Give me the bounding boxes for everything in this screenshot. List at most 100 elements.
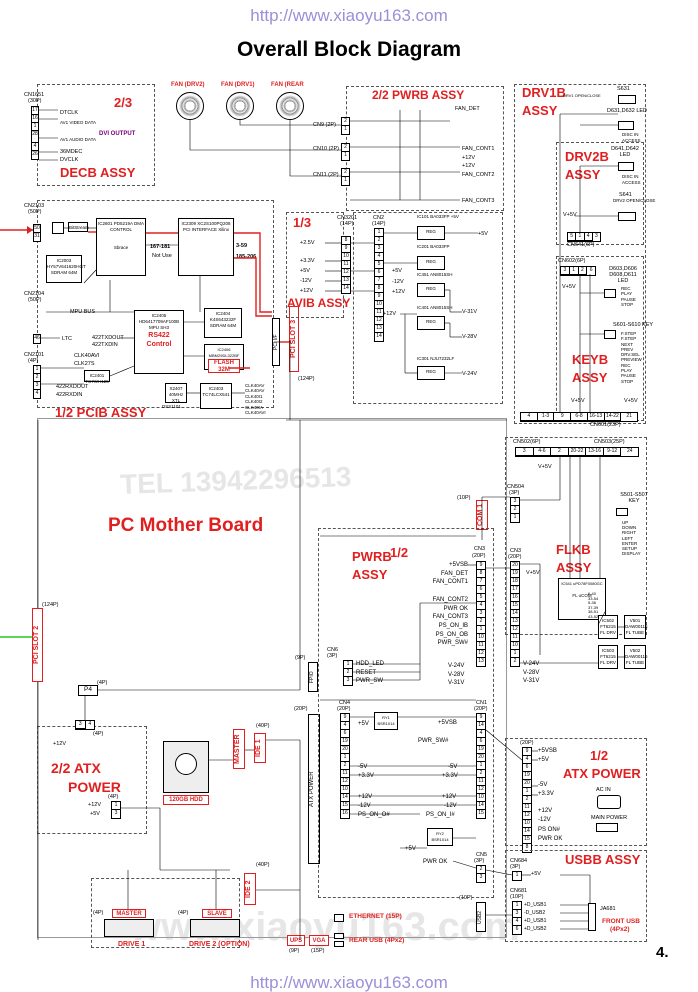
pwrb12-cn3: CN3 [474, 546, 486, 552]
flkb-cn504-pins: (3P) [509, 490, 520, 496]
drv1b-disc-in: DISC IN [622, 132, 639, 137]
decb-connector: CN1651 [24, 92, 45, 98]
cn2-rail-m12v: -12V [392, 279, 404, 285]
fan-drv1-icon [226, 92, 254, 120]
keyb-led-icon [604, 289, 616, 298]
reg-ic101-box: REG [417, 226, 445, 240]
cn2-label: CN2 [373, 215, 385, 221]
keyb-key-icon [604, 330, 616, 339]
pwrb12-cn3-pins: (20P) [472, 553, 486, 559]
reg-ic101: IC101 BA033FP +5V [417, 214, 459, 219]
atx22-4p-b: (4P) [108, 794, 119, 800]
drv2b-switch-icon [618, 212, 636, 221]
cn2-pins: (14P) [372, 221, 386, 227]
reg-ic451-box: REG [417, 283, 445, 297]
pcib-cn2101: CN2101 [24, 352, 45, 358]
flkb-cn502: CN502(6P) [513, 439, 541, 445]
pcib-buffer-icon [52, 222, 64, 234]
rear-15p: (15P) [311, 948, 325, 954]
cn2-rail-5v: +5V [392, 268, 402, 274]
drive2-4p: (4P) [178, 910, 189, 916]
decb-sig-36mdec: 36MDEC [60, 149, 83, 155]
source-url-top[interactable]: http://www.xiaoyu163.com [250, 6, 448, 25]
pwrb12-left-m12v: -12V [358, 803, 371, 809]
pwrb12-ry1: RY1 BSR1014 [374, 712, 398, 730]
hdd-40p: (40P) [256, 723, 270, 729]
decb-sig-dtclk: DTCLK [60, 110, 79, 116]
avib-rail-3v3: +3.3V [300, 258, 315, 264]
pwrb12-pwr-ok: PWR OK [423, 859, 448, 865]
pwrb12-cn1: CN1 [476, 700, 488, 706]
drive2-slave: SLAVE [202, 909, 232, 918]
flkb-cn3: CN3 [510, 548, 522, 554]
drv2b-disc-in: DISC IN [622, 174, 639, 179]
usbb-frame [505, 850, 647, 942]
flkb-cn503: CN503(25P) [594, 439, 625, 445]
front-panel-frame [514, 84, 646, 424]
pwrb12-frame [318, 528, 494, 898]
pwrb12-cn1-pins: (20P) [474, 706, 488, 712]
pcib-bitstream: BitStream [68, 222, 89, 232]
main-power-switch-icon[interactable] [596, 823, 618, 832]
rear-9p: (9P) [289, 948, 300, 954]
pcib-clk27s: CLK27S [74, 361, 95, 367]
flkb-v5-top: V+5V [538, 464, 552, 470]
avib-cn3201: CN3201 [337, 215, 358, 221]
drv1b-s631: S631 [617, 86, 630, 92]
reg-out-28v: V-28V [462, 334, 477, 340]
pcib-cn2104-pins: (50P) [28, 297, 42, 303]
pcib-x2407: X2407 40MHz XTL [165, 383, 187, 403]
usbb-cn681-pins: (10P) [510, 894, 524, 900]
pwrb22-fan-cont2: FAN_CONT2 [462, 172, 495, 178]
reg-ic201-box: REG [417, 256, 445, 270]
pwrb12-left-pson: PS_ON_O# [358, 812, 390, 818]
rear-ups: UPS [287, 935, 305, 946]
pwrb12-right-m12v: -12V [444, 803, 457, 809]
drives-40p: (40P) [256, 862, 270, 868]
drive1-icon [104, 919, 154, 937]
pcib-cn2103: CN2103 [24, 203, 45, 209]
usbb-front-usb: FRONT USB [602, 918, 640, 925]
ac-inlet-icon [597, 795, 621, 809]
reg-ic301-box: REG [417, 366, 445, 380]
drv1b-led-icon [618, 121, 634, 130]
dvi-output-label: DVI OUTPUT [99, 131, 136, 137]
flkb-keys: S501-S507 KEY [620, 492, 648, 504]
flkb-name: FLKB ASSY [556, 542, 592, 575]
atx22-12v: +12V [53, 741, 66, 747]
reg-ic301: IC301 NJU7232LF [417, 356, 455, 361]
rear-usb-icon-b [334, 941, 344, 947]
decb-fraction: 2/3 [114, 95, 133, 110]
source-url-bottom[interactable]: http://www.xiaoyu163.com [250, 973, 448, 992]
atx22-4p: (4P) [93, 731, 104, 737]
usbb-cn684: CN684 [510, 858, 528, 864]
pwrb12-right-12v: +12V [442, 794, 457, 800]
flkb-v501: V501 DAW00116 FL TUBE [624, 615, 648, 639]
pwrb12-right-pson: PS_ON_I# [426, 812, 455, 818]
drv2b-name: DRV2B ASSY [565, 149, 609, 182]
drive1-4p: (4P) [93, 910, 104, 916]
pcib-not-use: Not Use [152, 253, 172, 259]
drv2b-cn641: CN641(6P) [567, 242, 595, 248]
reg-ic401-box: REG [417, 316, 445, 330]
flkb-ic503: IC503 FT6215 FL DRV [598, 645, 618, 669]
pwrb12-cn5-pins: (3P) [474, 858, 485, 864]
